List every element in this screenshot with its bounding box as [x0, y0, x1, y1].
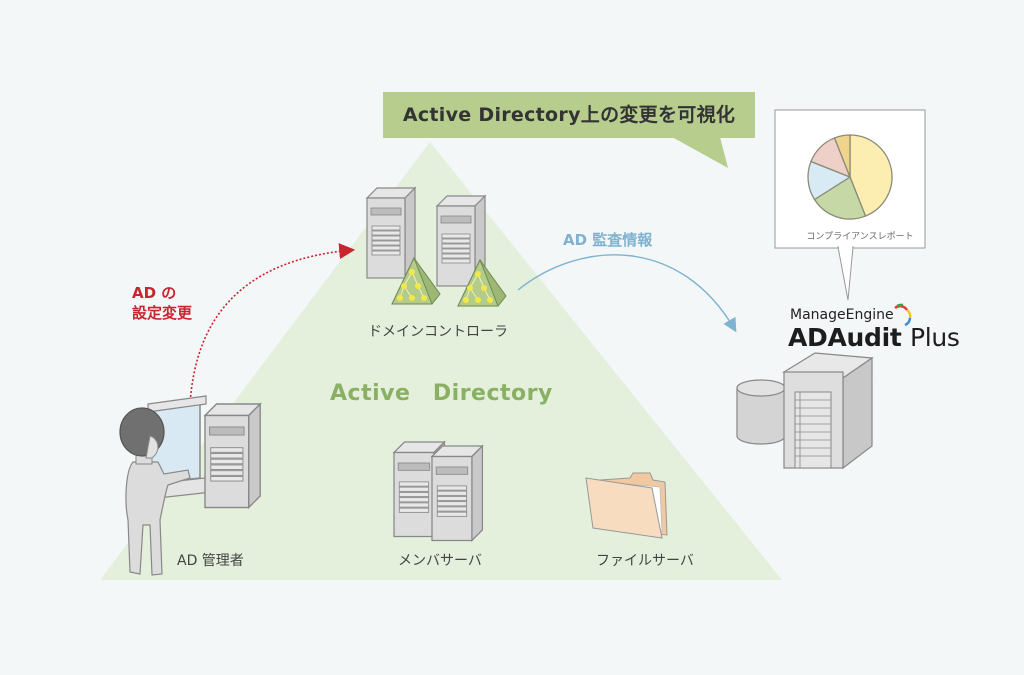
pie-slice-green: [813, 176, 867, 220]
callout-title: Active Directory上の変更を可視化: [402, 104, 736, 126]
active-directory-triangle: [100, 142, 782, 580]
adaudit-server-icon: [736, 352, 874, 470]
audit-info-arrow: [517, 254, 737, 333]
product-name-thin: Plus: [909, 323, 960, 352]
pie-slice-yellow: [849, 134, 893, 217]
manageengine-logo-icon: [894, 303, 912, 327]
domain-controller-label: ドメインコントローラ: [368, 324, 508, 340]
compliance-report-panel: [774, 109, 926, 301]
config-change-arrow: [189, 243, 356, 406]
callout-bubble: [383, 92, 755, 168]
config-change-line1: AD の: [132, 284, 177, 302]
member-server-icon: [393, 441, 484, 542]
file-server-folder-icon: [585, 472, 668, 539]
admin-user-icon: [119, 395, 261, 576]
product-name: ADAudit Plus: [788, 323, 960, 352]
pie-chart: [807, 134, 893, 220]
pie-slice-gold: [833, 134, 851, 178]
product-name-bold: ADAudit: [788, 323, 902, 352]
file-server-label: ファイルサーバ: [596, 553, 694, 569]
compliance-report-label: コンプライアンスレポート: [806, 232, 914, 242]
vendor-name: ManageEngine: [790, 307, 894, 323]
config-change-line2: 設定変更: [132, 304, 193, 322]
member-server-label: メンバサーバ: [398, 553, 482, 569]
admin-label: AD 管理者: [177, 553, 244, 569]
audit-info-label: AD 監査情報: [563, 231, 653, 249]
active-directory-label: Active Directory: [330, 381, 553, 406]
config-change-label: AD の 設定変更: [132, 283, 192, 323]
